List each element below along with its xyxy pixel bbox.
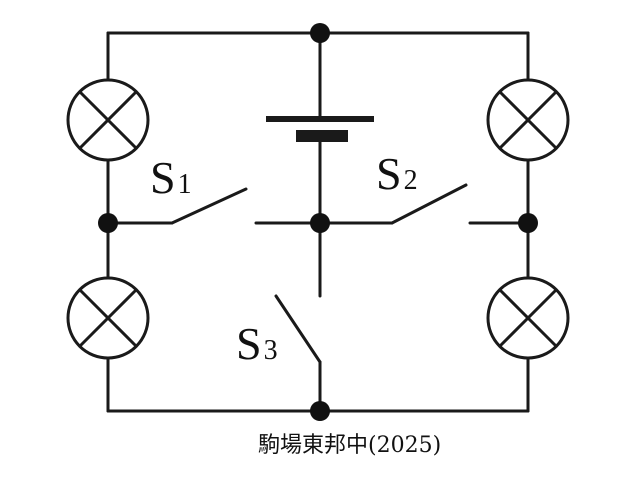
battery-long-plate [266,116,374,122]
lamp-top-right [486,78,570,162]
switch-s2-blade [390,183,468,225]
switch-s3 [274,294,322,413]
node-middle-left [98,213,118,233]
junction-nodes [98,23,538,421]
switch-s1-label: S1 [150,152,192,203]
switch-s2-label: S2 [376,148,418,199]
lamp-top-left [66,78,150,162]
battery [266,31,374,298]
node-bottom-center [310,401,330,421]
battery-short-plate [296,130,348,142]
switch-s3-blade [274,294,322,364]
switch-s3-label: S3 [236,318,278,369]
lamp-bottom-right [486,276,570,360]
lamp-bottom-left [66,276,150,360]
switch-s1-blade [170,187,248,225]
node-middle-right [518,213,538,233]
node-top-center [310,23,330,43]
node-middle-center [310,213,330,233]
source-caption: 駒場東邦中(2025) [258,433,441,458]
